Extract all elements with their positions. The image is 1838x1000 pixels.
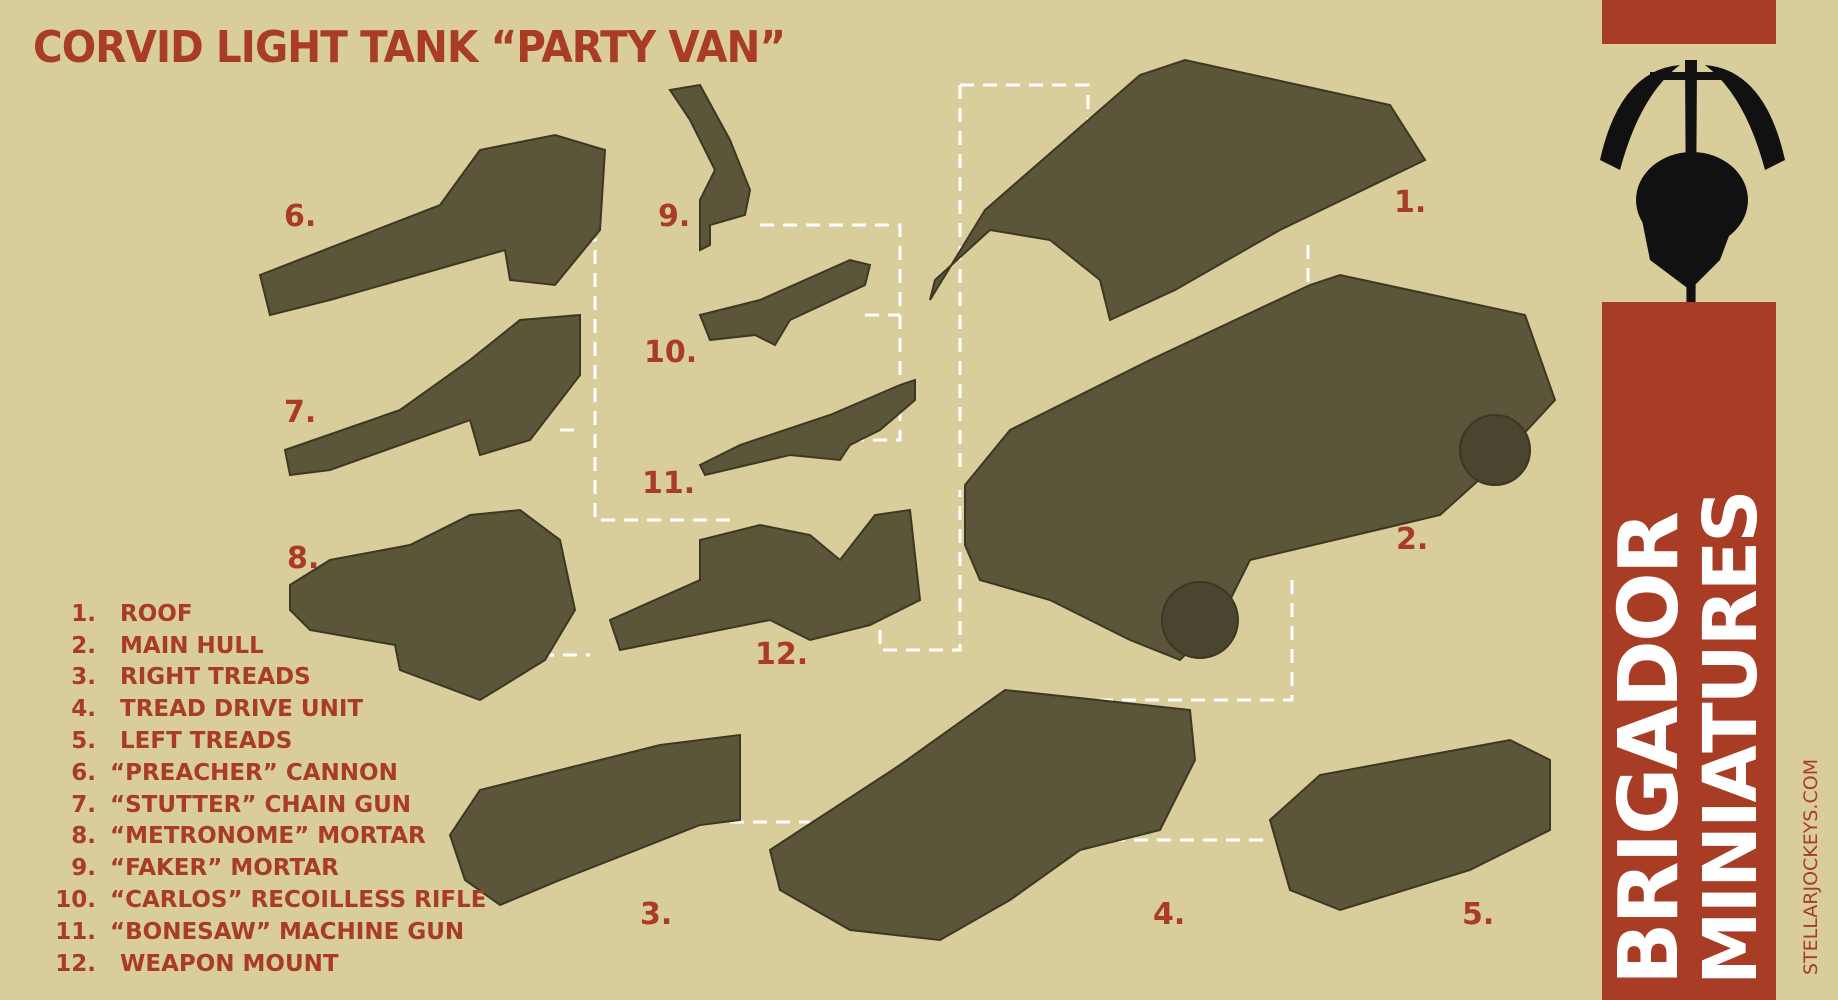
brand-line-1: BRIGADOR: [1602, 513, 1697, 985]
callout-preacher-cannon: 6.: [284, 199, 317, 234]
hull-wheel: [1161, 581, 1239, 659]
callout-roof: 1.: [1394, 185, 1427, 220]
legend-name: LEFT TREADS: [120, 728, 293, 755]
legend-number: 3.: [71, 664, 96, 691]
legend-name: “BONESAW” MACHINE GUN: [110, 918, 465, 945]
brand-logo-text: BRIGADOR MINIATURES: [1602, 491, 1774, 985]
stutter-chain-gun-part: [283, 313, 581, 477]
callout-bonesaw-mg: 11.: [642, 466, 696, 501]
legend-number: 8.: [71, 823, 96, 850]
legend-name: WEAPON MOUNT: [120, 950, 339, 977]
legend-name: RIGHT TREADS: [120, 664, 311, 691]
callout-right-treads: 3.: [640, 897, 673, 932]
legend-item: 2. MAIN HULL: [26, 630, 486, 662]
legend-name: MAIN HULL: [120, 632, 264, 659]
legend-item: 1. ROOF: [26, 598, 486, 630]
callout-tread-drive-unit: 4.: [1153, 897, 1186, 932]
legend-name: “STUTTER” CHAIN GUN: [110, 791, 412, 818]
page-title: CORVID LIGHT TANK “PARTY VAN”: [33, 22, 786, 73]
legend-item: 11. “BONESAW” MACHINE GUN: [26, 916, 486, 948]
legend-number: 5.: [71, 728, 96, 755]
legend-name: ROOF: [120, 600, 193, 627]
callout-left-treads: 5.: [1462, 897, 1495, 932]
brand-bar-top: [1602, 0, 1776, 44]
legend-number: 10.: [55, 887, 96, 914]
bonesaw-mg-part: [698, 378, 916, 477]
skull-dagger-logo: [1600, 60, 1785, 405]
legend-number: 7.: [71, 791, 96, 818]
brand-bar: [1602, 302, 1776, 1000]
callout-carlos-rifle: 10.: [644, 335, 698, 370]
callout-stutter-chain-gun: 7.: [284, 395, 317, 430]
legend-number: 12.: [55, 950, 96, 977]
callout-weapon-mount: 12.: [755, 637, 809, 672]
metronome-mortar-part: [289, 508, 577, 702]
legend-item: 3. RIGHT TREADS: [26, 662, 486, 694]
callout-faker-mortar: 9.: [658, 199, 691, 234]
legend-item: 12. WEAPON MOUNT: [26, 948, 486, 980]
legend-item: 4. TREAD DRIVE UNIT: [26, 693, 486, 725]
legend-name: TREAD DRIVE UNIT: [120, 696, 364, 723]
legend-number: 2.: [71, 632, 96, 659]
legend-number: 11.: [55, 918, 96, 945]
legend-name: “PREACHER” CANNON: [110, 759, 398, 786]
legend-number: 9.: [71, 855, 96, 882]
faker-mortar-part: [668, 83, 752, 252]
legend-name: “METRONOME” MORTAR: [110, 823, 426, 850]
left-treads-part: [1268, 738, 1551, 912]
hull-wheel: [1459, 414, 1531, 486]
preacher-cannon-part: [258, 133, 607, 317]
legend-number: 6.: [71, 759, 96, 786]
carlos-rifle-part: [698, 258, 872, 347]
legend-item: 9. “FAKER” MORTAR: [26, 852, 486, 884]
weapon-mount-part: [608, 508, 922, 652]
website-link[interactable]: STELLARJOCKEYS.COM: [1800, 758, 1822, 975]
legend-item: 8. “METRONOME” MORTAR: [26, 821, 486, 853]
brand-line-2: MINIATURES: [1688, 491, 1774, 985]
legend-name: “CARLOS” RECOILLESS RIFLE: [110, 887, 487, 914]
legend-item: 6. “PREACHER” CANNON: [26, 757, 486, 789]
legend-item: 5. LEFT TREADS: [26, 725, 486, 757]
right-treads-part: [448, 733, 741, 907]
legend-number: 1.: [71, 600, 96, 627]
tread-drive-unit-part: [768, 688, 1197, 942]
callout-main-hull: 2.: [1396, 522, 1429, 557]
legend-number: 4.: [71, 696, 96, 723]
callout-metronome-mortar: 8.: [287, 541, 320, 576]
legend-item: 7. “STUTTER” CHAIN GUN: [26, 789, 486, 821]
legend-item: 10. “CARLOS” RECOILLESS RIFLE: [26, 884, 486, 916]
roof-part: [929, 58, 1427, 322]
main-hull-part: [964, 273, 1557, 662]
legend-name: “FAKER” MORTAR: [110, 855, 339, 882]
parts-legend: 1. ROOF 2. MAIN HULL 3. RIGHT TREADS 4. TREA…: [26, 598, 486, 980]
